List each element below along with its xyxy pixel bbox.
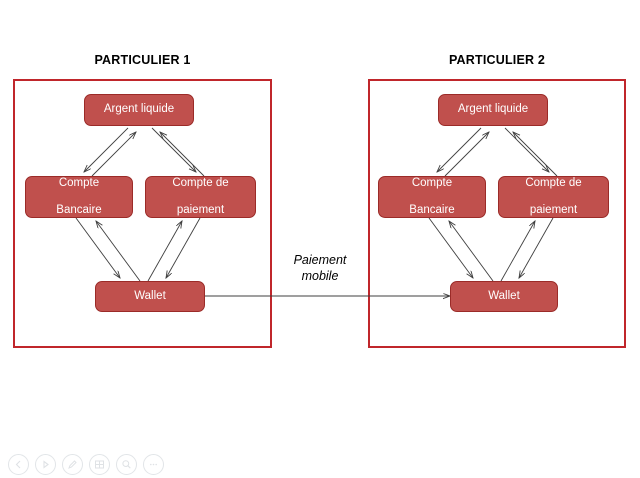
panel-particulier-2 [368, 79, 626, 348]
node-label: Argent liquide [103, 103, 175, 116]
node-label-line2: paiement [176, 203, 225, 216]
play-triangle-icon [43, 460, 49, 469]
previous-slide-button[interactable] [8, 454, 29, 475]
node-wallet-1[interactable]: Wallet [95, 281, 205, 312]
node-label-line1: Compte [411, 176, 453, 189]
node-wallet-2[interactable]: Wallet [450, 281, 558, 312]
connector-label-line2: mobile [301, 269, 339, 283]
slide-grid-button[interactable] [89, 454, 110, 475]
pen-icon [68, 460, 77, 469]
panel-title-particulier-2: PARTICULIER 2 [448, 53, 546, 67]
more-options-button[interactable] [143, 454, 164, 475]
node-compte-bancaire-2[interactable]: Compte Bancaire [378, 176, 486, 218]
node-argent-liquide-1[interactable]: Argent liquide [84, 94, 194, 126]
chevron-left-icon [15, 460, 21, 469]
zoom-button[interactable] [116, 454, 137, 475]
node-label-line1: Compte [58, 176, 100, 189]
pen-tool-button[interactable] [62, 454, 83, 475]
presentation-toolbar [8, 454, 164, 475]
panel-particulier-1 [13, 79, 272, 348]
node-label-line1: Compte de [172, 176, 229, 189]
node-label: Wallet [134, 289, 166, 302]
node-argent-liquide-2[interactable]: Argent liquide [438, 94, 548, 126]
node-compte-bancaire-1[interactable]: Compte Bancaire [25, 176, 133, 218]
panel-title-particulier-1: PARTICULIER 1 [94, 53, 191, 67]
node-label: Wallet [488, 289, 520, 302]
node-label: Argent liquide [457, 103, 529, 116]
connector-label-line1: Paiement [293, 253, 347, 267]
connector-label-paiement-mobile: Paiement mobile [265, 252, 375, 284]
node-compte-de-paiement-2[interactable]: Compte de paiement [498, 176, 609, 218]
node-label-line2: paiement [529, 203, 578, 216]
node-compte-de-paiement-1[interactable]: Compte de paiement [145, 176, 256, 218]
grid-view-icon [95, 460, 104, 469]
node-label-line2: Bancaire [409, 203, 455, 216]
node-label-line2: Bancaire [56, 203, 102, 216]
next-slide-button[interactable] [35, 454, 56, 475]
node-label-line1: Compte de [525, 176, 582, 189]
magnifier-icon [122, 460, 131, 469]
ellipsis-icon [150, 463, 157, 466]
